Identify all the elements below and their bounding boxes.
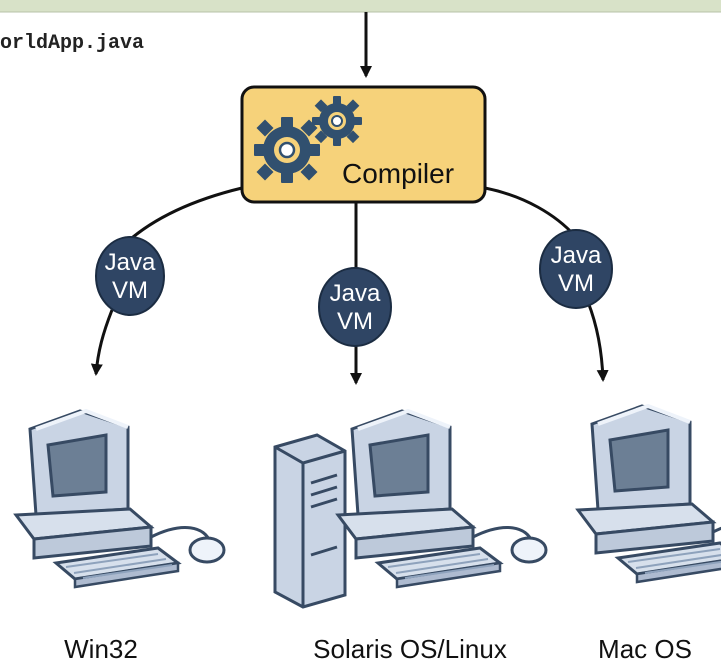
svg-text:Java: Java	[330, 280, 381, 307]
left-connector	[124, 186, 243, 245]
left-arrow	[90, 309, 114, 376]
platform-label-mac-os: Mac OS	[598, 634, 692, 664]
server-workstation-icon	[273, 433, 347, 609]
vm-badge-right: Java VM	[539, 229, 613, 309]
svg-text:VM: VM	[112, 277, 148, 304]
vm-badge-left: Java VM	[95, 236, 165, 316]
desktop-computer-icon	[576, 404, 721, 584]
svg-text:VM: VM	[337, 308, 373, 335]
compiler-box: Compiler	[240, 85, 487, 204]
svg-text:Java: Java	[105, 249, 156, 276]
gears-icon	[254, 96, 362, 183]
right-arrow	[586, 301, 609, 382]
platform-label-solaris-linux: Solaris OS/Linux	[313, 634, 507, 664]
svg-text:VM: VM	[558, 270, 594, 297]
source-file-label: orldApp.java	[0, 32, 144, 55]
right-connector	[484, 186, 577, 238]
top-band	[0, 0, 721, 12]
compiler-label: Compiler	[342, 158, 454, 189]
svg-text:Java: Java	[551, 242, 602, 269]
vm-badge-center: Java VM	[318, 267, 392, 347]
desktop-computer-icon	[336, 409, 548, 589]
platform-label-win32: Win32	[64, 634, 138, 664]
desktop-computer-icon	[14, 409, 226, 589]
